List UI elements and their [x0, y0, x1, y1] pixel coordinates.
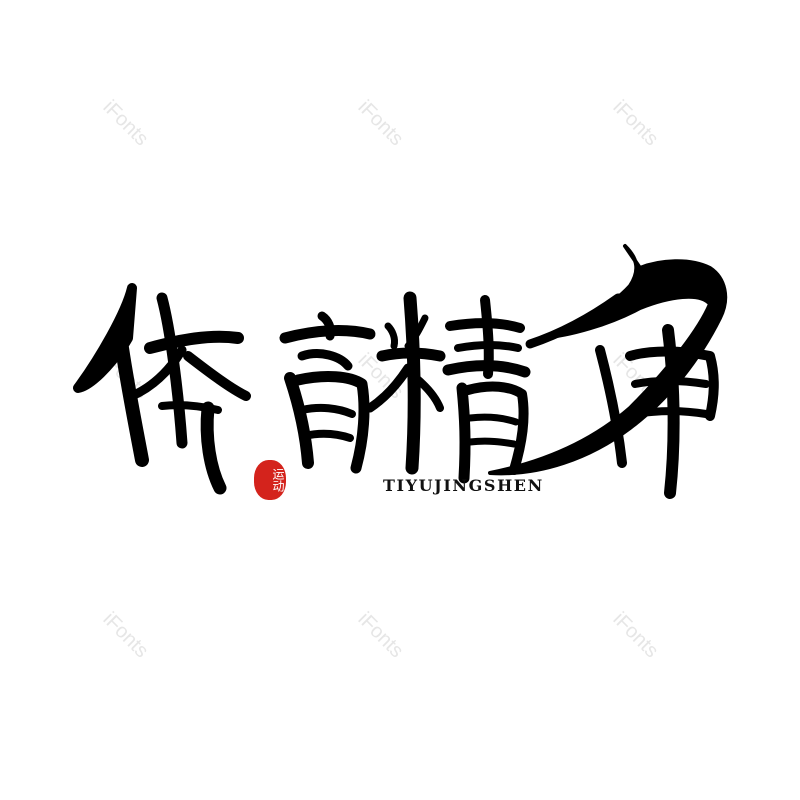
brush-stroke: [525, 293, 623, 349]
brush-stroke: [384, 322, 398, 350]
brush-stroke: [466, 413, 520, 426]
brush-stroke: [662, 324, 680, 499]
pinyin-caption: TIYUJINGSHEN: [383, 476, 544, 495]
brush-stroke: [365, 363, 413, 413]
brush-stroke: [298, 403, 356, 418]
seal-text: 运动: [271, 468, 285, 492]
brush-stroke: [300, 429, 354, 442]
brush-stroke: [183, 351, 251, 401]
calligraphy-title: [70, 238, 740, 508]
brush-stroke: [284, 372, 314, 469]
watermark: iFonts: [608, 608, 663, 663]
brush-stroke: [292, 371, 370, 474]
brush-stroke: [403, 291, 421, 475]
brush-stroke: [480, 295, 494, 379]
brush-stroke: [317, 311, 335, 341]
brush-stroke: [625, 346, 719, 421]
watermark: iFonts: [353, 96, 408, 151]
brush-stroke: [466, 437, 518, 448]
brush-stroke: [412, 374, 444, 412]
brush-stroke: [127, 345, 187, 401]
brush-stroke: [200, 401, 227, 495]
watermark: iFonts: [353, 608, 408, 663]
brush-stroke: [144, 330, 244, 354]
brush-stroke: [115, 341, 149, 467]
calligraphy-brush-strokes: [73, 244, 728, 499]
watermark: iFonts: [608, 96, 663, 151]
brush-stroke: [297, 349, 353, 371]
brush-stroke: [595, 345, 627, 468]
red-seal-stamp: 运动: [254, 460, 286, 500]
brush-stroke: [456, 382, 471, 484]
watermark: iFonts: [98, 96, 153, 151]
brush-stroke: [463, 381, 529, 475]
watermark: iFonts: [98, 608, 153, 663]
